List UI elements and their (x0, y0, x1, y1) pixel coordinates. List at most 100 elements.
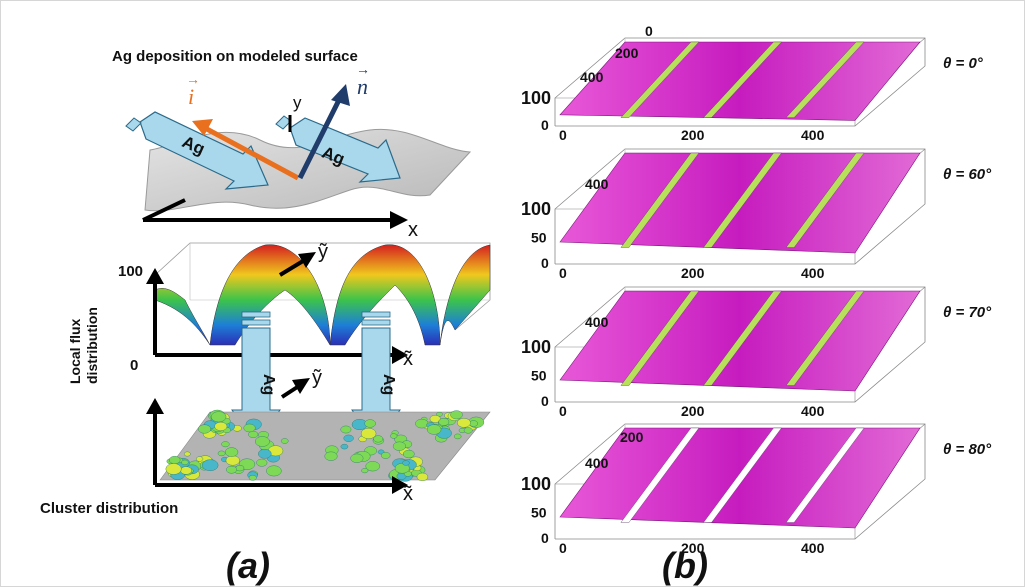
cluster-blob (438, 417, 450, 426)
panel-a: Ag deposition on modeled surface x Ag Ag… (40, 48, 491, 586)
cluster-blob (390, 433, 398, 439)
surface-plot-3-angle: θ = 80° (943, 441, 992, 458)
surface-plot-1-valley (785, 152, 865, 248)
surface-plot-1-x-tick: 0 (559, 265, 567, 281)
cluster-blob (254, 436, 270, 447)
cluster-blob (225, 447, 239, 457)
surface-x-label: x (408, 219, 418, 241)
cluster-blobs (165, 409, 485, 482)
cluster-blob (280, 438, 289, 444)
cluster-blob (416, 472, 429, 482)
surface-plot-0-y-tick: 0 (645, 23, 653, 39)
surface-plot-3-z-tick: 0 (541, 530, 549, 546)
cluster-blob (183, 451, 191, 457)
surface-plot-3-y-tick: 400 (585, 455, 609, 471)
cluster-blob (381, 451, 391, 459)
cluster-label: Cluster distribution (40, 500, 178, 517)
cluster-blob (340, 425, 352, 434)
cluster-blob (426, 424, 442, 435)
cluster-blob (225, 455, 240, 466)
normal-vector-label: n (357, 74, 368, 99)
cluster-blob (181, 459, 189, 466)
surface-plot-0-valley (785, 41, 865, 118)
normal-vector-head (331, 84, 350, 106)
surface-plot-0-valley (703, 41, 782, 118)
surface-plot-0-y-tick: 400 (580, 69, 604, 85)
panel-b-caption: (b) (662, 545, 708, 586)
surface-plot-1-angle: θ = 60° (943, 166, 992, 183)
surface-plot-3-valley (620, 427, 700, 523)
surface-plot-1-valley (703, 152, 782, 248)
cluster-blob (217, 450, 226, 457)
surface-plot-1-z-tick: 50 (531, 230, 547, 246)
incident-vector-head (192, 119, 213, 136)
flux-x-tilde-label: x̃ (403, 348, 413, 370)
cluster-blob (180, 466, 192, 475)
cluster-blob (415, 418, 429, 429)
surface-plot-2-x-tick: 200 (681, 403, 705, 419)
cluster-blob (198, 424, 211, 434)
surface-plot-2-z-tick: 50 (531, 368, 547, 384)
surface-plot-0-z-tick: 100 (521, 88, 551, 108)
surface-y-label: y (293, 93, 302, 112)
cluster-blob (340, 443, 349, 450)
cluster-blob (361, 468, 369, 474)
cluster-x-tilde-label: x̃ (403, 483, 413, 505)
flux-ylabel-1: Local flux (67, 318, 83, 384)
surface-plot-0-z-tick: 0 (541, 117, 549, 133)
surface-plot-2-x-tick: 400 (801, 403, 825, 419)
cluster-blob (266, 465, 282, 477)
cluster-y-tilde-label: ỹ (312, 367, 322, 389)
cluster-blob (201, 459, 219, 472)
surface-plot-1-y-tick: 400 (585, 176, 609, 192)
cluster-blob (373, 435, 384, 443)
surface-plot-3-y-tick: 200 (620, 429, 644, 445)
incident-vector (203, 125, 300, 181)
flux-plot: ỹ x̃ 100 0 Local flux distribution (67, 241, 491, 384)
flux-ylabel-2: distribution (84, 307, 100, 384)
cluster-blob (248, 474, 257, 481)
cluster-blob (402, 449, 415, 459)
cluster-blob (394, 463, 410, 474)
cluster-blob (258, 448, 272, 459)
cluster-blob (168, 456, 181, 465)
incident-vector-arrow: → (186, 71, 200, 87)
surface-plot-3-x-tick: 400 (801, 540, 825, 556)
surface-plot-3-x-tick: 0 (559, 540, 567, 556)
ag-beam-3-label: Ag (260, 374, 277, 395)
surface-plot-2-z-tick: 100 (521, 337, 551, 357)
surface-plot-2-valley (785, 290, 865, 386)
panel-a-caption: (a) (226, 545, 270, 586)
surface-plot-1-z-tick: 0 (541, 255, 549, 271)
normal-vector (297, 96, 343, 180)
cluster-blob (392, 441, 406, 451)
cluster-blob (360, 428, 377, 440)
surface-plot-0-angle: θ = 0° (943, 55, 984, 72)
surface-plot-2-valley (620, 290, 700, 386)
cluster-blob (364, 419, 376, 428)
cluster-plot: ỹ x̃ Cluster distribution (40, 367, 491, 517)
surface-plot-2-y-tick: 400 (585, 314, 609, 330)
surface-plot-1-x-tick: 400 (801, 265, 825, 281)
ag-beam-4-label: Ag (380, 374, 397, 395)
cluster-blob (196, 456, 204, 462)
cluster-blob (450, 410, 463, 420)
cluster-blob (211, 411, 227, 423)
cluster-blob (226, 465, 237, 474)
cluster-blob (256, 458, 268, 467)
cluster-blob (221, 441, 230, 448)
ag-beam-1: Ag (125, 111, 269, 190)
normal-vector-arrow: → (356, 61, 370, 77)
surface-plot-2-x-tick: 0 (559, 403, 567, 419)
surface-plot-0-y-tick: 200 (615, 45, 639, 61)
cluster-blob (343, 434, 354, 442)
surface-plot-3-x-tick: 200 (681, 540, 705, 556)
surface-plot-1-z-tick: 100 (521, 199, 551, 219)
cluster-blob (214, 421, 228, 431)
